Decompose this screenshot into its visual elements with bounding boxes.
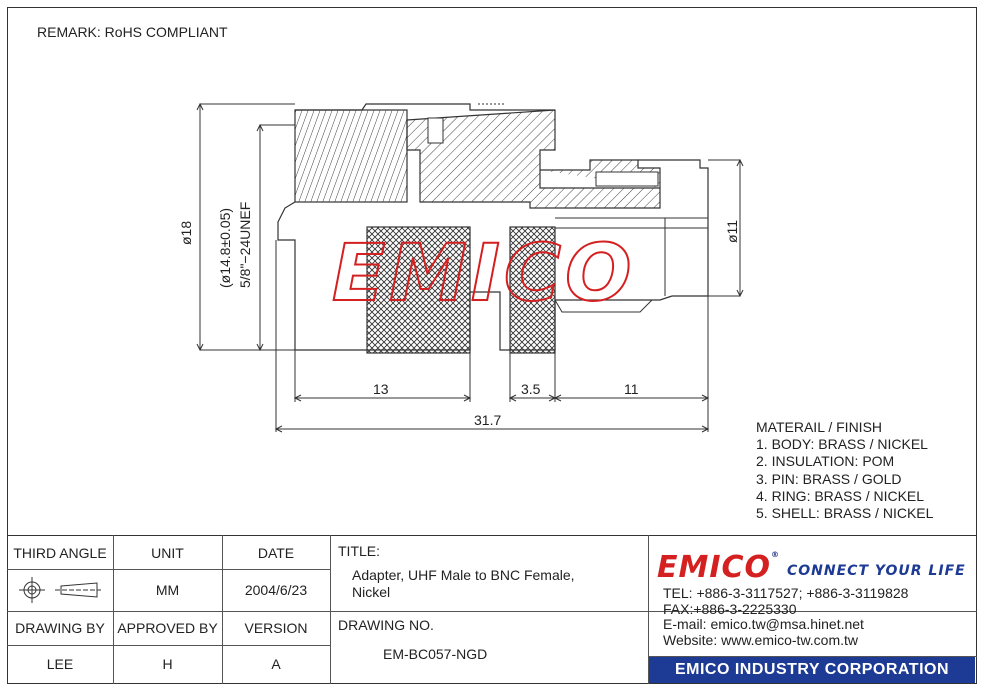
diameter-dimensions-left bbox=[196, 102, 295, 352]
email: E-mail: emico.tw@msa.hinet.net bbox=[663, 616, 864, 632]
dim-d14: (ø14.8±0.05) bbox=[217, 208, 233, 288]
version-label: VERSION bbox=[244, 620, 308, 636]
dim-len35: 3.5 bbox=[521, 381, 541, 397]
registered-mark: ® bbox=[771, 550, 781, 559]
title-block bbox=[7, 535, 977, 684]
emico-watermark: EMICO bbox=[332, 229, 635, 319]
titleblock-divider bbox=[7, 611, 977, 612]
third-angle-projection-icon bbox=[7, 569, 113, 611]
dim-thread: 5/8"−24UNEF bbox=[237, 202, 253, 288]
website: Website: www.emico-tw.com.tw bbox=[663, 631, 859, 648]
dim-d18: ø18 bbox=[178, 221, 194, 245]
logo-text: EMICO bbox=[657, 550, 772, 585]
dim-len317: 31.7 bbox=[474, 412, 501, 428]
material-item: 3. PIN: BRASS / GOLD bbox=[756, 470, 902, 487]
material-item: 4. RING: BRASS / NICKEL bbox=[756, 487, 925, 504]
drawing-by-label: DRAWING BY bbox=[15, 620, 105, 636]
unit-value: MM bbox=[155, 582, 180, 598]
title-label: TITLE: bbox=[338, 543, 381, 559]
insulation-left bbox=[366, 226, 471, 354]
dim-len13: 13 bbox=[373, 381, 389, 397]
drawing-no-label: DRAWING NO. bbox=[338, 617, 434, 633]
connector-drawing: EMICO ø18 (ø14.8±0.05) 5/8"−24UNEF ø11 1 bbox=[178, 102, 744, 433]
insulation-right bbox=[509, 226, 556, 354]
version-value: A bbox=[271, 656, 281, 672]
material-item: 1. BODY: BRASS / NICKEL bbox=[756, 436, 928, 453]
date-label: DATE bbox=[257, 544, 295, 561]
fax: FAX:+886-3-2225330 bbox=[663, 600, 797, 617]
drawing-frame bbox=[7, 7, 977, 684]
tel: TEL: +886-3-3117527; +886-3-3119828 bbox=[663, 585, 909, 601]
body-section bbox=[406, 109, 709, 297]
title-value: Adapter, UHF Male to BNC Female, Nickel bbox=[352, 567, 575, 600]
corporation-banner: EMICO INDUSTRY CORPORATION bbox=[649, 657, 975, 683]
length-dimensions bbox=[274, 240, 710, 433]
dim-d11: ø11 bbox=[724, 220, 740, 243]
drawing-by-value: LEE bbox=[46, 656, 74, 672]
third-angle-label: THIRD ANGLE bbox=[13, 544, 107, 561]
approved-by-value: H bbox=[162, 656, 173, 672]
unit-label: UNIT bbox=[151, 544, 184, 561]
material-heading: MATERAIL / FINISH bbox=[756, 419, 883, 435]
approved-by-label: APPROVED BY bbox=[117, 620, 218, 636]
diameter-dimension-right bbox=[708, 158, 744, 298]
material-item: 2. INSULATION: POM bbox=[756, 453, 895, 470]
material-item: 5. SHELL: BRASS / NICKEL bbox=[756, 505, 934, 522]
company-slogan: CONNECT YOUR LIFE bbox=[787, 563, 966, 579]
remark-text: REMARK: RoHS COMPLIANT bbox=[37, 24, 228, 40]
dim-len11: 11 bbox=[624, 381, 639, 397]
date-value: 2004/6/23 bbox=[244, 582, 308, 598]
drawing-no-value: EM-BC057-NGD bbox=[383, 646, 488, 662]
company-contact: TEL: +886-3-3117527; +886-3-3119828 FAX:… bbox=[663, 585, 909, 648]
coupling-nut bbox=[294, 103, 555, 203]
emico-logo: EMICO® bbox=[657, 550, 780, 585]
material-list: MATERAIL / FINISH 1. BODY: BRASS / NICKE… bbox=[756, 419, 933, 522]
